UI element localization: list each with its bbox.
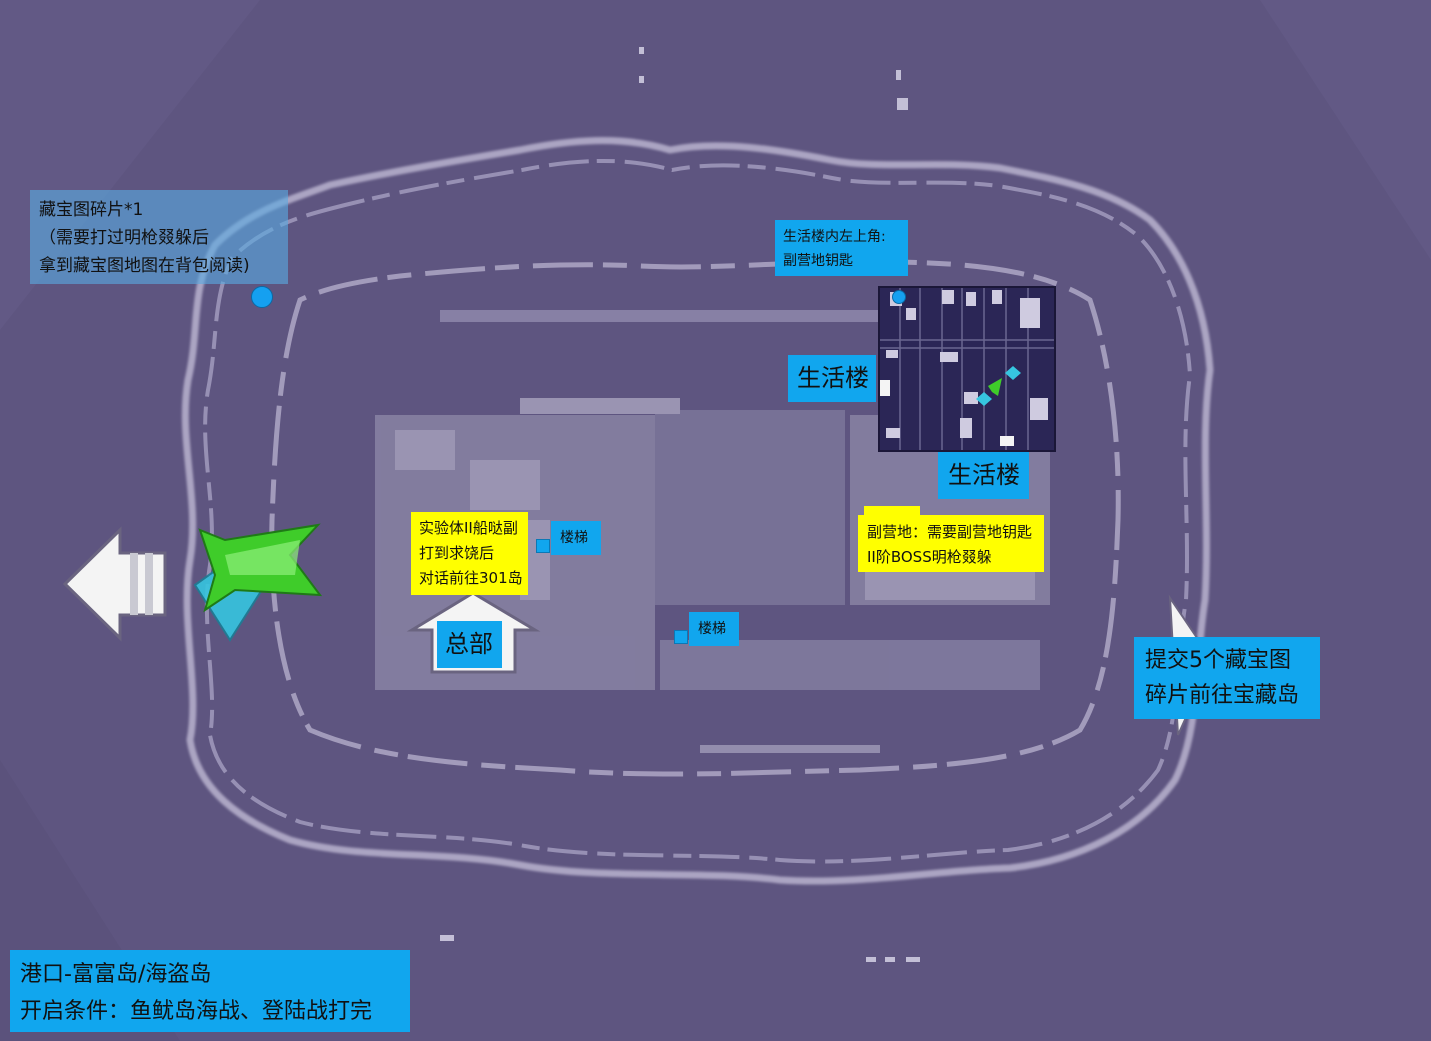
treasure-island-note[interactable]: 提交5个藏宝图 碎片前往宝藏岛 [1134, 637, 1320, 719]
minimap-graphic [880, 288, 1054, 450]
island-outline-outer [181, 137, 1214, 885]
debris [440, 47, 920, 962]
living-building-label-bottom[interactable]: 生活楼 [938, 452, 1029, 499]
sub-camp-line-2: II阶BOSS明枪叕躲 [867, 548, 992, 566]
sub-camp-note: 副营地：需要副营地钥匙 II阶BOSS明枪叕躲 [858, 515, 1044, 572]
stairs-marker-1[interactable] [536, 539, 550, 553]
stairs-marker-2[interactable] [674, 630, 688, 644]
living-corner-note: 生活楼内左上角: 副营地钥匙 [775, 220, 908, 276]
sub-camp-line-1: 副营地：需要副营地钥匙 [867, 523, 1033, 541]
info-panel-line-1: 港口-富富岛/海盗岛 [20, 962, 212, 987]
treasure-island-line-2: 碎片前往宝藏岛 [1145, 683, 1300, 708]
info-panel-line-2: 开启条件：鱼鱿岛海战、登陆战打完 [20, 999, 373, 1024]
stairs-label-1[interactable]: 楼梯 [551, 521, 601, 555]
experiment-note: 实验体II船哒副 打到求饶后 对话前往301岛 [411, 512, 528, 595]
player-arrow-icon [193, 523, 323, 642]
treasure-island-line-1: 提交5个藏宝图 [1145, 648, 1291, 673]
experiment-line-2: 打到求饶后 [419, 544, 495, 562]
living-building-minimap [878, 286, 1056, 452]
living-building-label-left[interactable]: 生活楼 [788, 355, 876, 402]
info-panel: 港口-富富岛/海盗岛 开启条件：鱼鱿岛海战、登陆战打完 [10, 950, 410, 1032]
living-corner-line-2: 副营地钥匙 [783, 253, 853, 269]
sub-camp-marker[interactable] [864, 506, 920, 516]
treasure-note-line-1: 藏宝图碎片*1 [39, 200, 144, 220]
treasure-fragment-note: 藏宝图碎片*1 （需要打过明枪叕躲后 拿到藏宝图地图在背包阅读) [30, 190, 288, 284]
island-outline-outer-2 [203, 158, 1193, 864]
sub-camp-key-marker[interactable] [892, 290, 906, 304]
stairs-label-2[interactable]: 楼梯 [689, 612, 739, 646]
treasure-note-line-3: 拿到藏宝图地图在背包阅读) [39, 256, 250, 276]
arrow-left-icon [62, 526, 167, 642]
buildings [375, 310, 1050, 753]
living-corner-line-1: 生活楼内左上角: [783, 229, 886, 245]
hq-label[interactable]: 总部 [437, 621, 502, 668]
treasure-fragment-marker[interactable] [251, 286, 273, 308]
experiment-line-3: 对话前往301岛 [419, 569, 523, 587]
treasure-note-line-2: （需要打过明枪叕躲后 [39, 228, 209, 248]
experiment-line-1: 实验体II船哒副 [419, 519, 518, 537]
